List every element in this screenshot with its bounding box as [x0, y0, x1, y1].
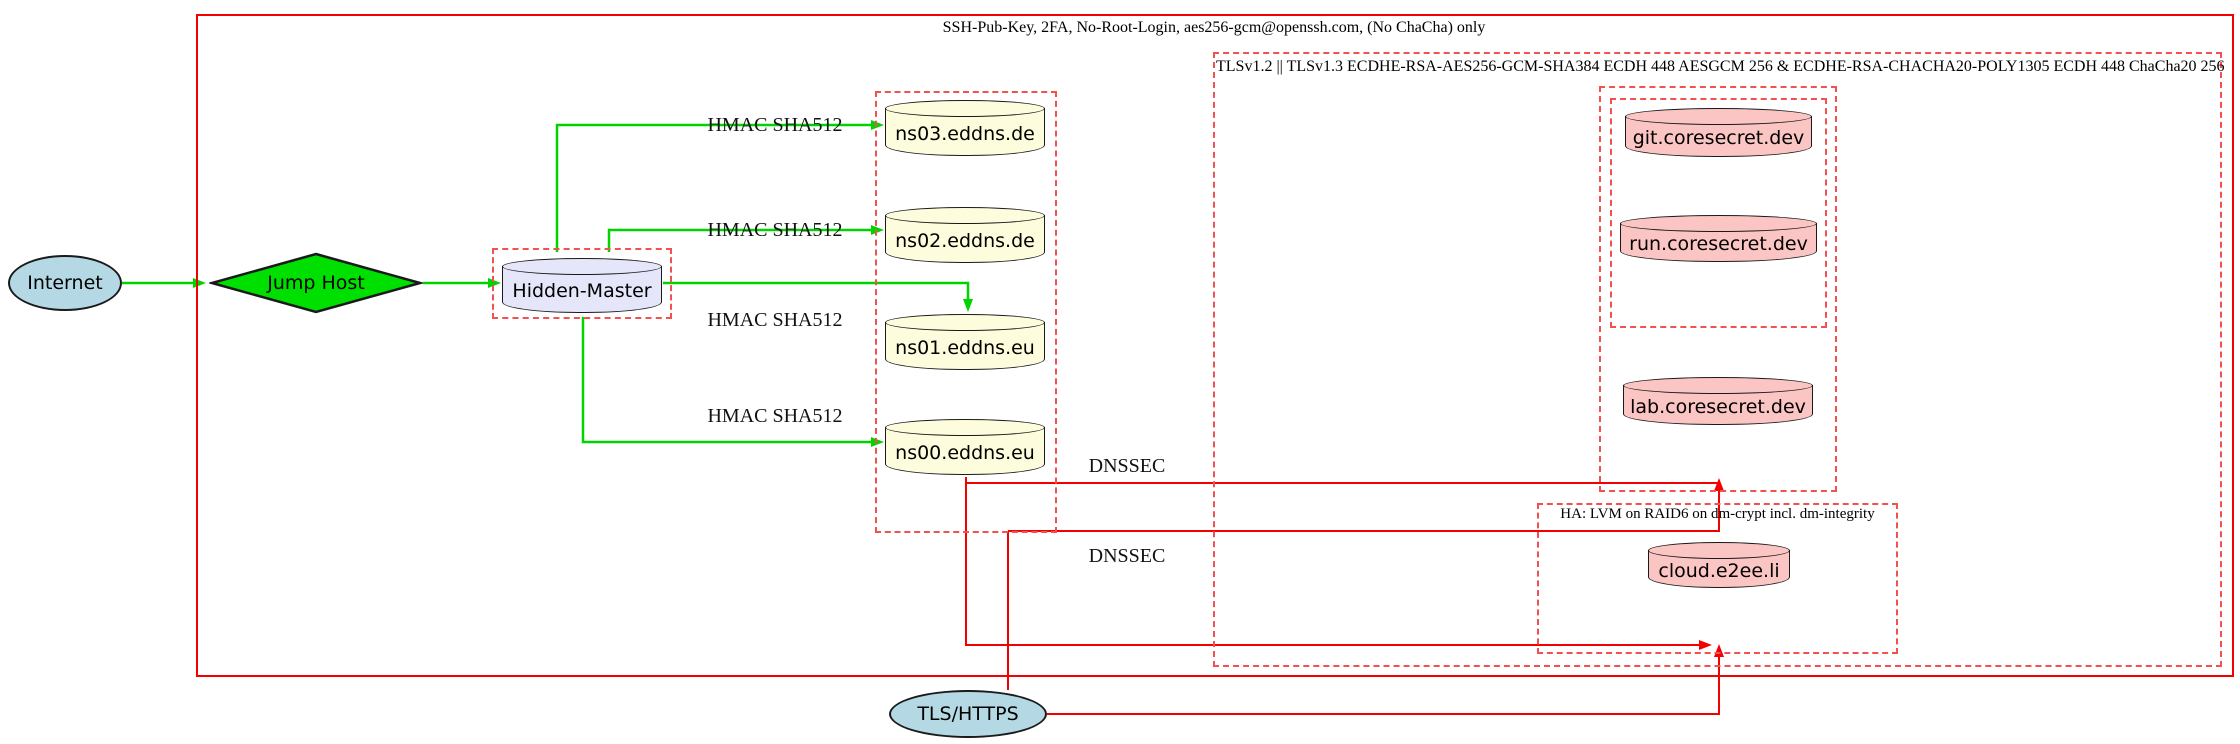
node-lab: lab.coresecret.dev [1623, 377, 1813, 425]
cylinder-top [885, 419, 1045, 436]
cluster-dns-box [875, 91, 1057, 533]
cluster-ssh-box [196, 14, 2234, 677]
node-tls-https: TLS/HTTPS [889, 690, 1047, 738]
cluster-ha-label: HA: LVM on RAID6 on dm-crypt incl. dm-in… [1560, 506, 1875, 522]
cluster-webservers-inner-box [1610, 98, 1827, 328]
node-cloud-label: cloud.e2ee.li [1658, 559, 1780, 582]
cylinder-top [1648, 542, 1790, 559]
cylinder-top [885, 314, 1045, 331]
node-git: git.coresecret.dev [1625, 108, 1812, 157]
node-ns00: ns00.eddns.eu [885, 419, 1045, 475]
node-cloud: cloud.e2ee.li [1648, 542, 1790, 588]
node-jump-host-label: Jump Host [267, 272, 365, 294]
edge-label-dnssec-2: DNSSEC [1088, 545, 1166, 567]
node-hidden-master-label: Hidden-Master [512, 280, 652, 302]
node-ns01-label: ns01.eddns.eu [895, 336, 1035, 359]
cylinder-top [502, 258, 662, 275]
node-jump-host: Jump Host [209, 252, 423, 314]
edge-label-hmac-1: HMAC SHA512 [707, 114, 843, 136]
edge-label-hmac-4: HMAC SHA512 [707, 405, 843, 427]
cylinder-top [1623, 377, 1813, 394]
edge-label-hmac-2: HMAC SHA512 [707, 219, 843, 241]
diamond-shape-icon [209, 252, 423, 314]
node-tls-https-label: TLS/HTTPS [917, 703, 1019, 725]
node-hidden-master: Hidden-Master [502, 258, 662, 313]
node-ns02: ns02.eddns.de [885, 207, 1045, 263]
node-git-label: git.coresecret.dev [1632, 127, 1805, 149]
cylinder-top [885, 100, 1045, 117]
edge-label-dnssec-1: DNSSEC [1088, 455, 1166, 477]
cylinder-top [1625, 108, 1812, 125]
node-run-label: run.coresecret.dev [1629, 233, 1808, 255]
cluster-tls-box [1213, 52, 2222, 667]
node-run: run.coresecret.dev [1620, 215, 1817, 262]
cylinder-top [885, 207, 1045, 224]
node-internet: Internet [8, 255, 122, 311]
node-ns01: ns01.eddns.eu [885, 314, 1045, 370]
edge-label-hmac-3: HMAC SHA512 [707, 309, 843, 331]
node-lab-label: lab.coresecret.dev [1630, 395, 1806, 418]
cylinder-top [1620, 215, 1817, 232]
node-ns03-label: ns03.eddns.de [895, 122, 1035, 145]
node-ns02-label: ns02.eddns.de [895, 229, 1035, 252]
node-ns03: ns03.eddns.de [885, 100, 1045, 156]
node-internet-label: Internet [27, 272, 103, 294]
node-ns00-label: ns00.eddns.eu [895, 441, 1035, 464]
cluster-tls-label: TLSv1.2 || TLSv1.3 ECDHE-RSA-AES256-GCM-… [1216, 58, 2225, 75]
cluster-ssh-label: SSH-Pub-Key, 2FA, No-Root-Login, aes256-… [942, 19, 1486, 36]
cluster-webservers-outer-box [1599, 86, 1837, 492]
